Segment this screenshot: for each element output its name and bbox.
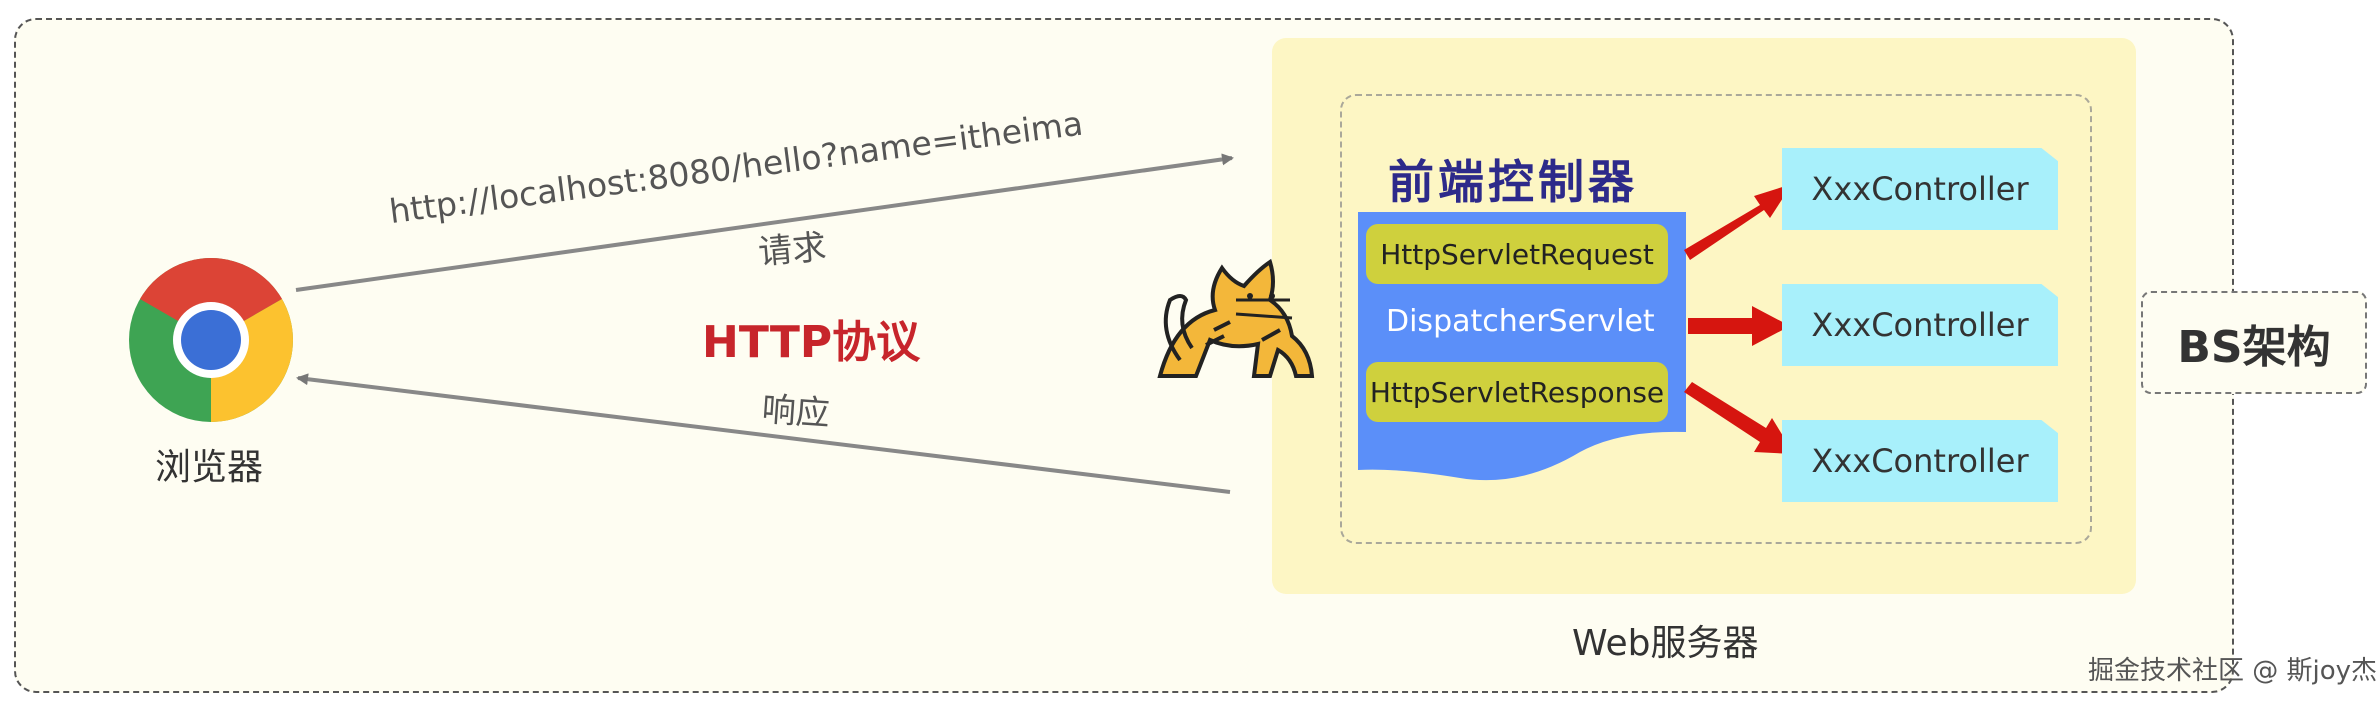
chrome-browser-icon xyxy=(129,258,293,422)
http-servlet-response-pill: HttpServletResponse xyxy=(1366,362,1668,422)
watermark: 掘金技术社区 @ 斯joy杰 xyxy=(2088,656,2378,686)
bs-architecture-label: BS架构 xyxy=(2141,291,2367,394)
response-label: 响应 xyxy=(760,389,832,435)
http-servlet-request-pill: HttpServletRequest xyxy=(1366,224,1668,284)
front-controller-title: 前端控制器 xyxy=(1388,155,1638,209)
request-label: 请求 xyxy=(756,227,828,273)
controller-box: XxxController xyxy=(1782,148,2058,230)
tomcat-icon xyxy=(1157,258,1315,378)
servlet-container-box xyxy=(1340,94,2092,544)
dispatcher-servlet-label: DispatcherServlet xyxy=(1386,304,1655,339)
browser-label: 浏览器 xyxy=(155,447,264,488)
web-server-label: Web服务器 xyxy=(1572,623,1759,664)
protocol-label: HTTP协议 xyxy=(702,317,921,368)
response-arrow xyxy=(296,373,1231,494)
request-arrow xyxy=(295,153,1234,292)
controller-box: XxxController xyxy=(1782,420,2058,502)
dispatch-arrows xyxy=(1684,184,1794,454)
controller-box: XxxController xyxy=(1782,284,2058,366)
